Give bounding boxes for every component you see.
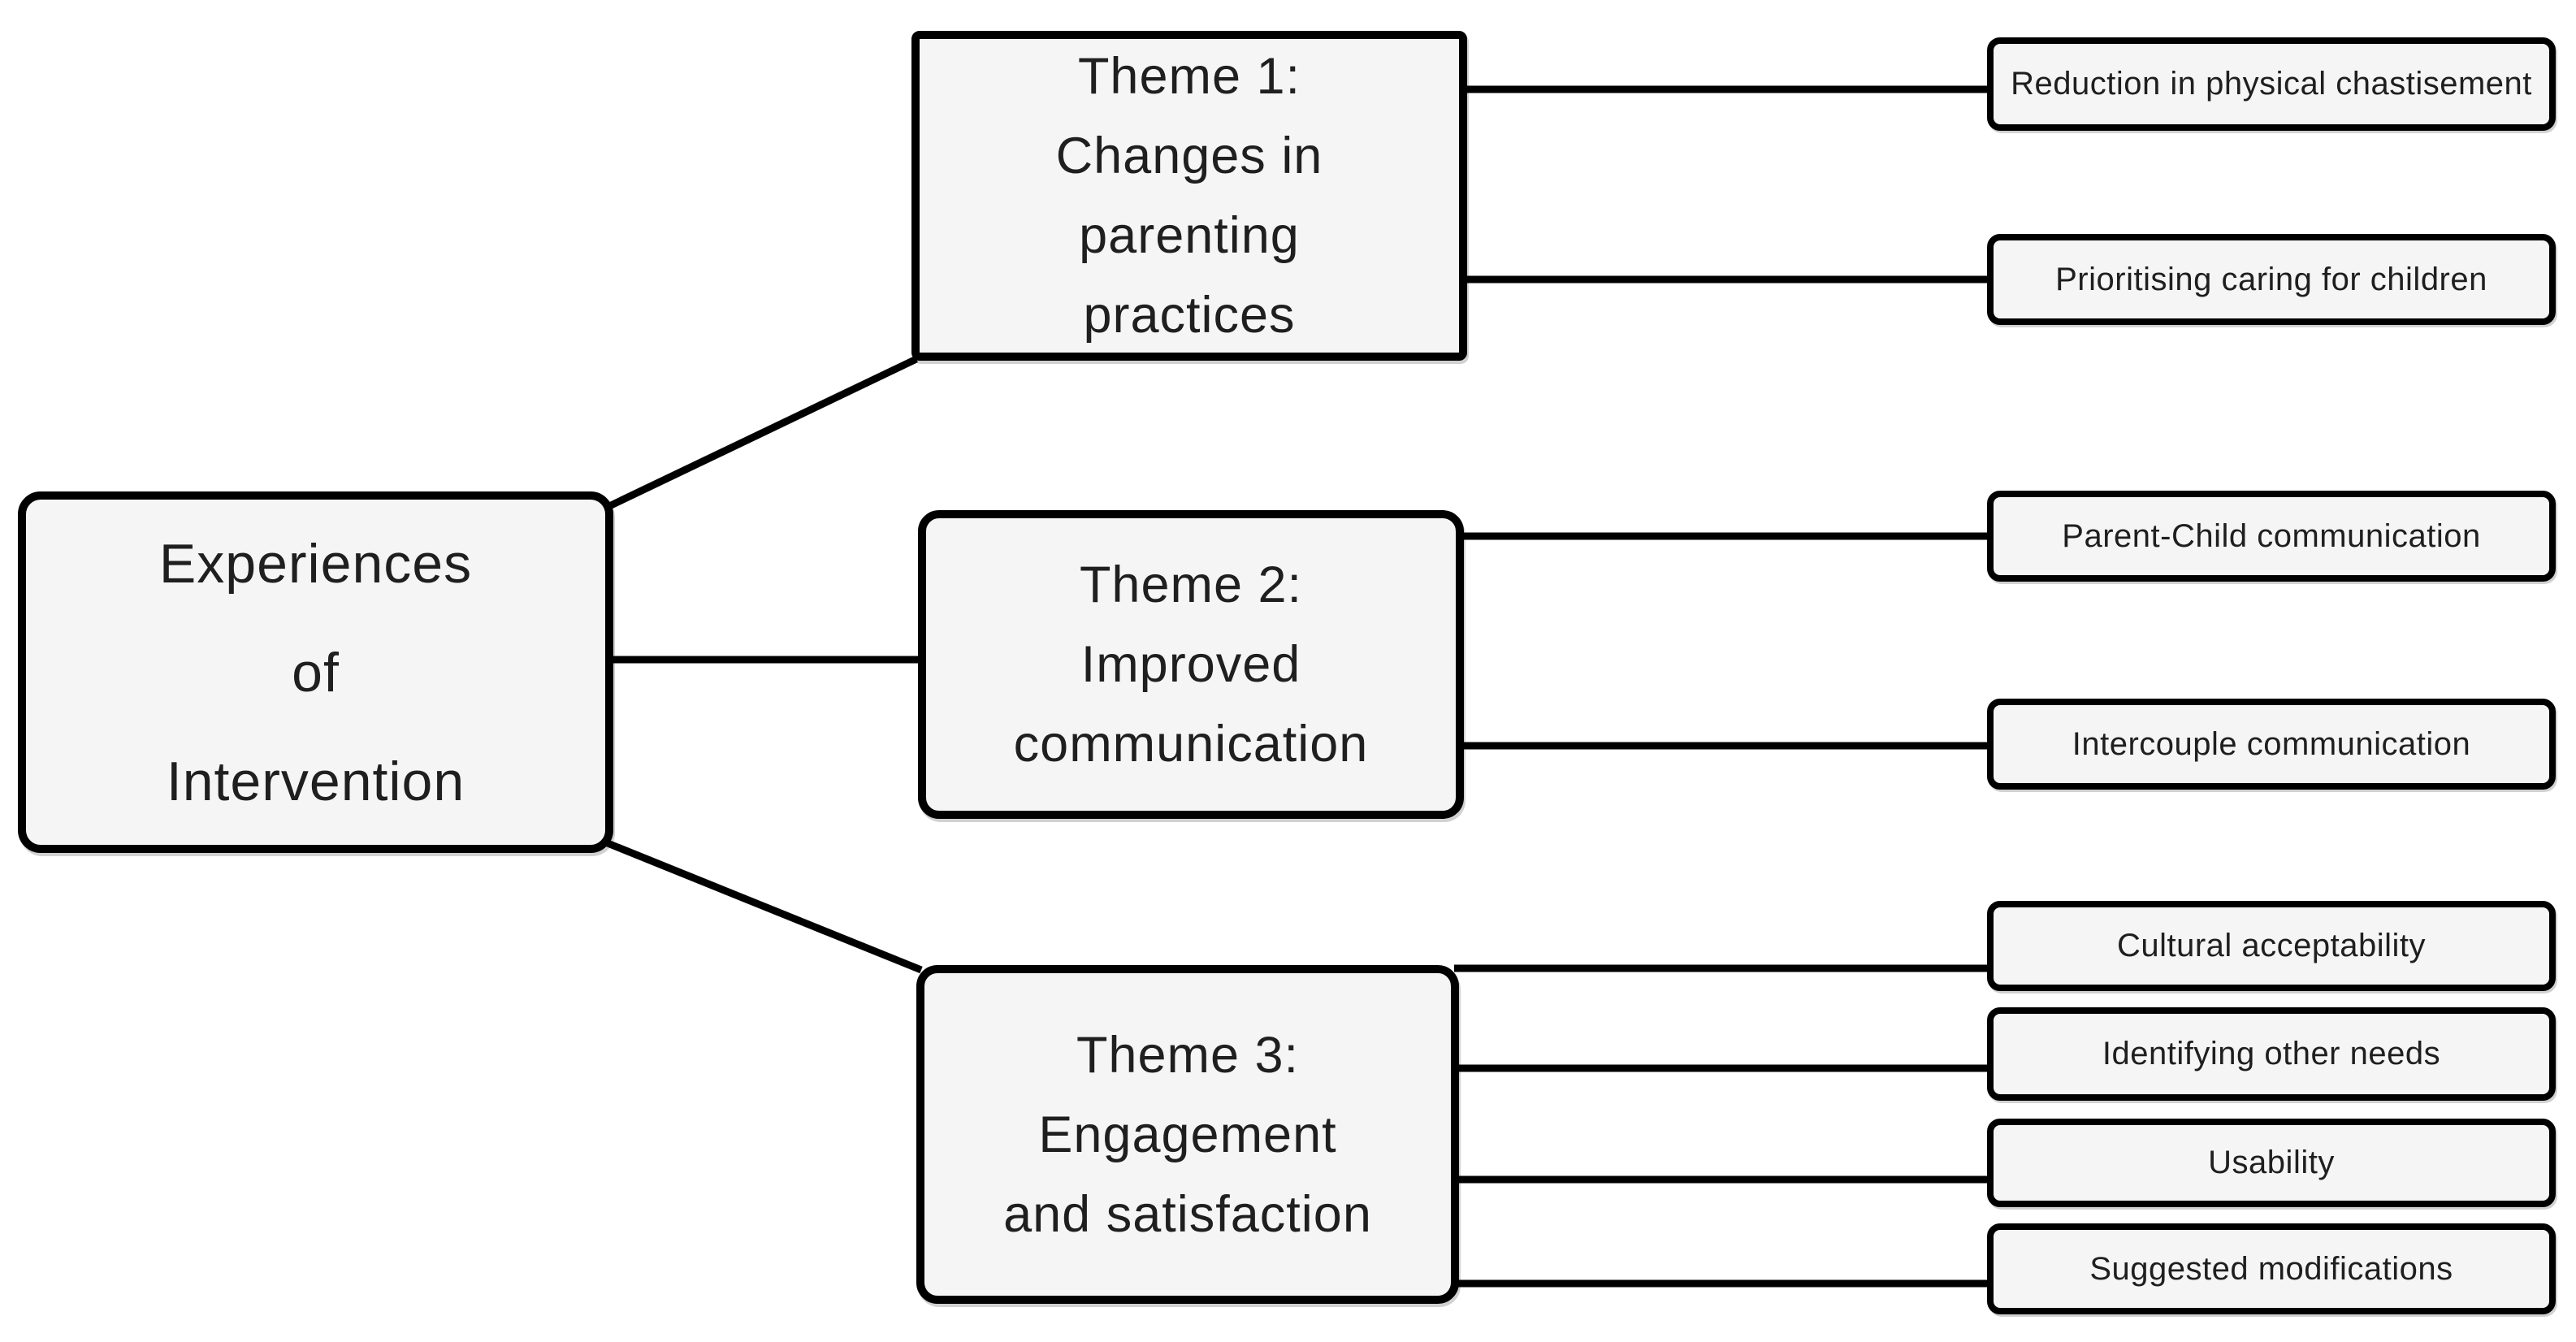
theme-2-label-line-2: Improved	[1080, 636, 1301, 693]
subtheme-box-usability: Usability	[1987, 1119, 2556, 1207]
subtheme-box-parent-child-communication: Parent-Child communication	[1987, 491, 2556, 582]
theme-2-label-line-1: Theme 2:	[1079, 556, 1303, 613]
theme-3-label-line-2: Engagement	[1038, 1106, 1337, 1163]
theme-3-label-line-3: and satisfaction	[1003, 1185, 1372, 1243]
theme-1-label-line-2: Changes in	[1055, 128, 1323, 184]
theme-1-label-line-3: parenting	[1079, 207, 1300, 264]
root-label-line-2: of	[292, 641, 340, 703]
theme-1-label-line-4: practices	[1083, 287, 1296, 344]
root-label-line-3: Intervention	[166, 750, 465, 812]
theme-2-label-line-3: communication	[1013, 716, 1369, 773]
subtheme-label: Intercouple communication	[2072, 725, 2471, 762]
subtheme-box-identifying-other-needs: Identifying other needs	[1987, 1007, 2556, 1101]
subtheme-box-suggested-modifications: Suggested modifications	[1987, 1223, 2556, 1314]
connector-root-to-theme-3	[606, 839, 923, 974]
subtheme-label: Cultural acceptability	[2116, 928, 2427, 963]
subtheme-label: Suggested modifications	[2089, 1250, 2453, 1287]
theme-2-box: Theme 2: Improved communication	[918, 510, 1464, 819]
theme-1-label-line-1: Theme 1:	[1077, 48, 1301, 105]
subtheme-label: Usability	[2208, 1145, 2335, 1180]
theme-1-box: Theme 1: Changes in parenting practices	[911, 31, 1467, 361]
subtheme-label: Prioritising caring for children	[2055, 261, 2487, 297]
subtheme-label: Reduction in physical chastisement	[2011, 66, 2532, 102]
subtheme-box-reduction-in-physical-chastisement: Reduction in physical chastisement	[1987, 37, 2556, 131]
subtheme-box-prioritising-caring-for-children: Prioritising caring for children	[1987, 234, 2556, 325]
theme-3-label-line-1: Theme 3:	[1076, 1026, 1300, 1084]
connector-root-to-theme-1	[606, 355, 918, 511]
theme-3-box: Theme 3: Engagement and satisfaction	[916, 965, 1459, 1304]
root-label-line-1: Experiences	[158, 532, 473, 595]
subtheme-box-intercouple-communication: Intercouple communication	[1987, 699, 2556, 790]
root-box-experiences-of-intervention: Experiences of Intervention	[18, 491, 613, 853]
subtheme-box-cultural-acceptability: Cultural acceptability	[1987, 901, 2556, 991]
subtheme-label: Parent-Child communication	[2062, 517, 2481, 554]
subtheme-label: Identifying other needs	[2102, 1036, 2441, 1071]
